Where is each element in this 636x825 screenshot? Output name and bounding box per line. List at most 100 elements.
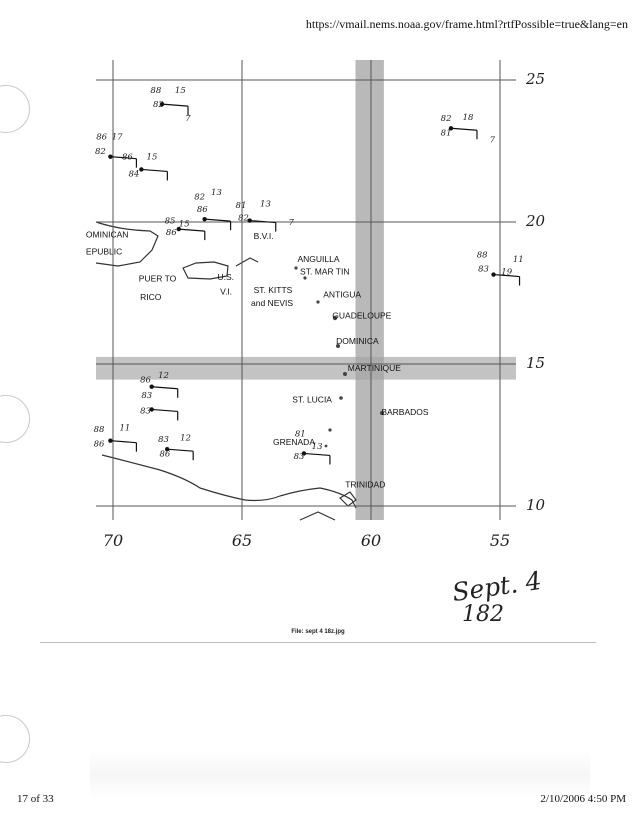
station-dot xyxy=(301,451,307,456)
place-label: ANTIGUA xyxy=(323,289,361,299)
station-annotation: 83 xyxy=(294,452,305,462)
station-annotation: 7 xyxy=(185,114,191,124)
station-dot xyxy=(139,167,144,172)
south-america-coast xyxy=(101,454,357,509)
caption-divider xyxy=(40,642,596,643)
wind-barb-shaft xyxy=(178,228,205,232)
station-annotation: 88 xyxy=(150,86,161,96)
latitude-label: 15 xyxy=(526,354,545,372)
longitude-label: 60 xyxy=(361,531,381,550)
place-label: ST. MAR TIN xyxy=(300,267,349,277)
station-annotation: 82 xyxy=(153,100,164,110)
place-label: RICO xyxy=(140,292,162,302)
latitude-label: 10 xyxy=(526,496,546,514)
station-annotation: 15 xyxy=(147,153,158,163)
place-label: DOMINICA xyxy=(336,336,379,346)
wind-barb-shaft xyxy=(141,168,168,173)
station-annotation: 15 xyxy=(179,219,190,229)
shaded-longitude-band xyxy=(355,60,384,520)
place-label: GUADELOUPE xyxy=(332,311,391,321)
station-annotation: 13 xyxy=(312,442,323,452)
wind-barb-shaft xyxy=(450,127,478,131)
coastlines xyxy=(95,221,357,521)
wind-barbs xyxy=(110,103,521,465)
longitude-label: 55 xyxy=(490,531,510,550)
place-label: and NEVIS xyxy=(251,298,293,308)
station-dot xyxy=(149,407,154,412)
scan-shading xyxy=(90,750,590,800)
place-label: MARTINIQUE xyxy=(348,363,402,373)
place-label: BARBADOS xyxy=(381,407,429,417)
station-annotation: 86 xyxy=(94,439,105,449)
station-annotation: 82 xyxy=(441,114,452,124)
wind-barb-shaft xyxy=(493,273,520,278)
station-annotation: 19 xyxy=(501,268,512,278)
map-shading xyxy=(96,60,516,520)
latitude-label: 25 xyxy=(525,70,545,88)
wind-barb-shaft xyxy=(151,408,178,413)
station-annotation: 86 xyxy=(197,205,208,215)
station-annotation: 82 xyxy=(95,147,106,157)
lat-lon-grid xyxy=(96,60,516,520)
place-label: ST. KITTS xyxy=(254,285,293,295)
place-label: ANGUILLA xyxy=(297,254,339,264)
station-dot xyxy=(159,101,165,107)
station-annotation: 84 xyxy=(128,170,139,180)
station-annotation: 11 xyxy=(119,424,130,434)
station-annotation: 82 xyxy=(194,192,205,202)
station-annotation: 86 xyxy=(122,153,133,163)
shaded-latitude-band xyxy=(96,356,516,380)
station-annotation: 83 xyxy=(141,391,152,401)
station-annotation: 81 xyxy=(236,201,247,211)
station-annotation: 86 xyxy=(96,133,107,143)
station-dot xyxy=(108,154,113,159)
wind-barb-shaft xyxy=(204,218,231,222)
handwritten-number: 182 xyxy=(462,602,504,627)
station-annotation: 81 xyxy=(295,429,306,439)
place-label: B.V.I. xyxy=(254,231,274,241)
station-annotation: 13 xyxy=(260,199,271,209)
print-timestamp: 2/10/2006 4:50 PM xyxy=(540,793,626,805)
station-annotation: 13 xyxy=(211,188,222,198)
hispaniola-coast xyxy=(95,221,159,267)
station-annotation: 88 xyxy=(94,425,105,435)
trinidad-island xyxy=(339,491,357,507)
station-dot xyxy=(164,447,170,452)
station-annotation: 7 xyxy=(288,218,294,228)
wind-barb-shaft xyxy=(110,440,137,444)
station-annotation: 18 xyxy=(463,113,474,123)
place-label: GRENADA xyxy=(273,437,315,447)
print-url: https://vmail.nems.noaa.gov/frame.html?r… xyxy=(305,17,628,31)
station-annotation: 83 xyxy=(140,407,151,417)
station-markers xyxy=(108,101,496,456)
puerto-rico-coast xyxy=(182,261,229,280)
wind-barb-shaft xyxy=(303,452,330,457)
station-annotation: 83 xyxy=(158,435,169,445)
station-annotation: 83 xyxy=(478,265,489,275)
wind-barb-shaft xyxy=(161,103,189,107)
file-caption: File: sept 4 18z.jpg xyxy=(291,629,345,635)
station-annotation: 17 xyxy=(112,133,123,143)
station-annotation: 12 xyxy=(180,434,191,444)
wind-barb-shaft xyxy=(110,156,137,160)
place-label: U.S. xyxy=(217,272,234,282)
wind-barb-shaft xyxy=(151,386,178,390)
station-annotation: 88 xyxy=(477,251,488,261)
station-annotation: 11 xyxy=(513,255,524,265)
lesser-antilles-islands xyxy=(294,266,384,448)
station-dot xyxy=(202,216,207,222)
station-annotation: 15 xyxy=(175,86,186,96)
place-label: V.I. xyxy=(220,286,232,296)
place-label: OMINICAN xyxy=(86,230,129,240)
station-dot xyxy=(108,438,113,443)
station-annotation: 85 xyxy=(165,216,176,226)
station-annotation: 86 xyxy=(159,449,170,459)
place-label: ST. LUCIA xyxy=(292,394,332,404)
trinidad-coast xyxy=(299,511,336,521)
wind-barb-shaft xyxy=(167,448,194,452)
station-dot xyxy=(176,226,181,232)
